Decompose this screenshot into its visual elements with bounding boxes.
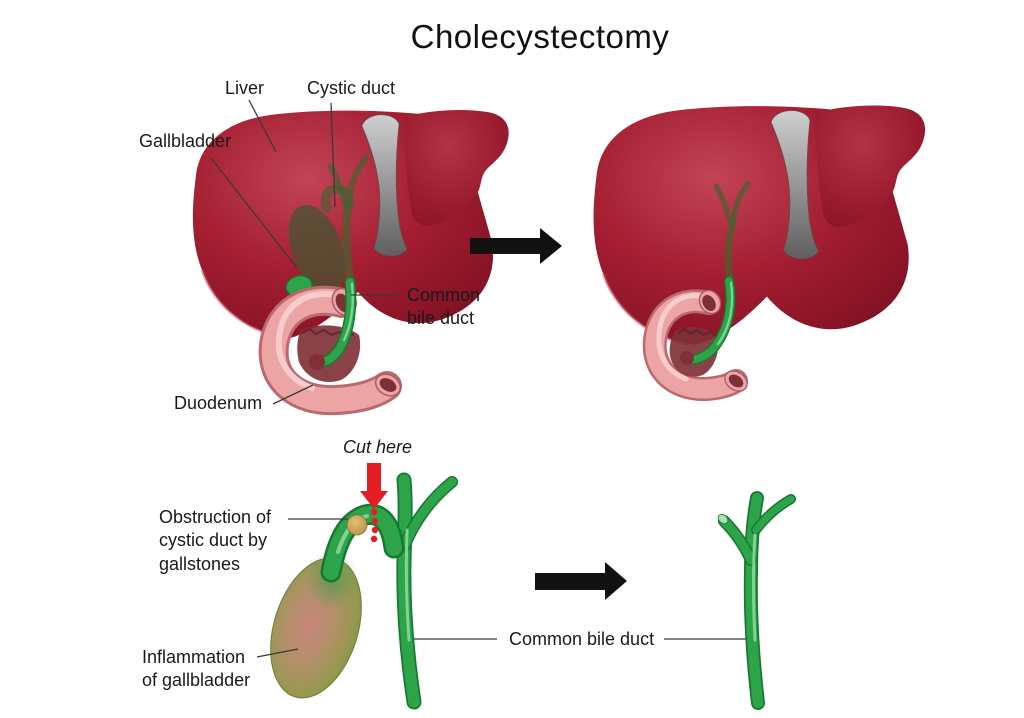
gallbladder-ghost	[288, 204, 346, 294]
liver-leader	[248, 99, 277, 153]
cut-line-dashes	[370, 508, 379, 543]
arrow-right-icon	[470, 228, 562, 264]
common-bile-duct	[309, 276, 357, 370]
common-duct-ghost	[724, 218, 737, 284]
gallstone	[346, 514, 368, 536]
inflammation-label: Inflammation of gallbladder	[142, 647, 251, 691]
inflamed-gallbladder-figure	[270, 472, 458, 710]
cut-here-label: Cut here	[343, 437, 413, 457]
common-bile-duct-bottom-label: Common bile duct	[509, 629, 655, 649]
inflammation-leader	[256, 648, 299, 658]
leader-lines	[210, 99, 746, 658]
obstruction-label: Obstruction of cystic duct by gallstones	[159, 507, 272, 574]
cystic-duct-ghost	[320, 184, 355, 213]
common-bile-duct	[680, 276, 736, 365]
cystic-duct-label: Cystic duct	[307, 78, 396, 98]
common-bile-duct-label: Common bile duct	[407, 285, 481, 329]
arrow-right-icon	[535, 562, 627, 600]
hepatic-duct-ghost	[713, 181, 751, 227]
cut-arrow-icon	[360, 463, 388, 509]
duodenum-label: Duodenum	[174, 393, 263, 413]
cystic-duct-leader	[330, 102, 336, 208]
duodenum-leader	[272, 384, 314, 405]
duodenum	[642, 289, 748, 401]
after-surgery-figure	[591, 103, 927, 401]
liver-label: Liver	[225, 78, 265, 98]
duodenum-inner-wall	[669, 327, 719, 377]
duct-after-removal-figure	[717, 491, 796, 710]
gallbladder-label: Gallbladder	[139, 131, 232, 151]
before-surgery-figure	[191, 108, 511, 416]
gallbladder-leader	[210, 157, 298, 269]
cystic-duct-stub	[717, 513, 757, 566]
bile-duct-tree	[396, 472, 458, 710]
page-title: Cholecystectomy	[410, 18, 670, 55]
common-duct-ghost	[342, 200, 354, 284]
